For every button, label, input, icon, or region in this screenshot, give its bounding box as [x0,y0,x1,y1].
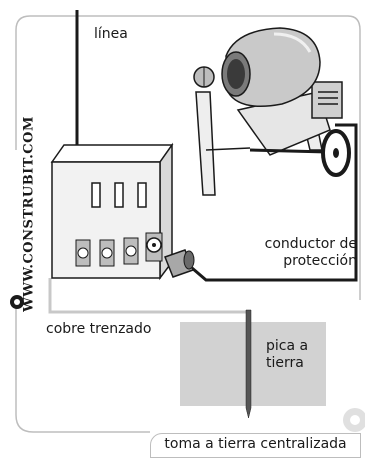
footer-caption: toma a tierra centralizada [150,433,361,458]
concrete-mixer-icon [193,27,351,196]
breaker-switch [91,182,101,208]
ground-rod-label-line1: pica a [266,338,309,354]
breaker-switch [114,182,124,208]
protection-conductor-wire [191,123,358,282]
ground-rod-label-line2: tierra [266,355,304,371]
plug-icon [164,249,195,278]
socket-icon [75,239,91,267]
electrical-panel [50,142,174,281]
breaker-switch [137,182,147,208]
frame-bottom [15,300,150,433]
socket-icon [123,237,139,265]
socket-icon [99,239,115,267]
protection-conductor-label: conductor de protección [265,236,357,270]
line-label: línea [94,26,128,42]
copyright-icon [10,295,24,309]
frame-right [347,15,361,300]
ground-area [180,322,326,406]
frame [15,15,348,150]
braided-copper-wire [48,278,248,314]
protection-conductor-label-line1: conductor de [264,236,357,252]
copyright-text: WWW.CONSTRUBIT.COM [21,116,37,312]
braided-copper-label: cobre trenzado [46,321,152,337]
ground-rod-label: pica a tierra [266,338,308,372]
socket-icon [145,232,163,262]
protection-conductor-label-line2: protección [283,253,357,269]
ground-rod [245,309,252,419]
